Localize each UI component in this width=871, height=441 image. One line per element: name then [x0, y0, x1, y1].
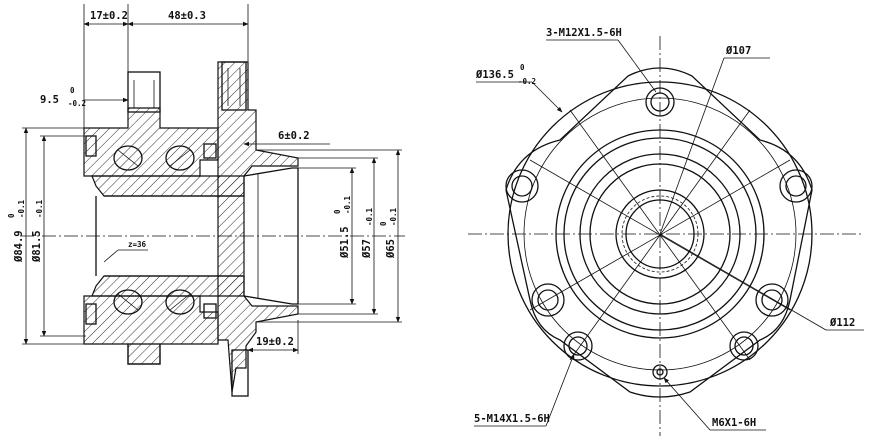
m12-hole-top [645, 87, 675, 117]
seal-lower [85, 303, 97, 325]
flange-outline [505, 67, 813, 398]
side-section-view: z=36 17±0.2 48±0.3 9.5 0 -0.2 6±0.2 19±0… [7, 4, 405, 397]
thread-top-label: 3-M12X1.5-6H [546, 27, 622, 39]
pcd-136-5 [523, 97, 797, 371]
svg-text:-0.2: -0.2 [68, 99, 86, 108]
thread-bottom-left-label: 5-M14X1.5-6H [474, 413, 550, 425]
dia-107-label: Ø107 [725, 45, 751, 57]
hub-inner [91, 175, 245, 197]
dim-48: 48±0.3 [168, 10, 206, 22]
dim-dia-81-5: Ø81.5 [31, 230, 43, 263]
wheel-bolt-holes [505, 169, 813, 361]
svg-text:-0.1: -0.1 [365, 207, 374, 226]
bearing-outer-ring [83, 107, 219, 177]
svg-text:-0.1: -0.1 [17, 199, 26, 218]
dim-19: 19±0.2 [256, 336, 294, 348]
svg-text:-0.1: -0.1 [389, 207, 398, 226]
hub-flange [217, 61, 299, 393]
housing-boss-bottom [127, 343, 161, 365]
svg-text:0: 0 [379, 221, 388, 226]
dia-136-5-label: Ø136.5 [475, 69, 514, 81]
flange-stud-boss-top [221, 61, 247, 111]
svg-text:-0.2: -0.2 [518, 77, 536, 86]
svg-text:-0.1: -0.1 [35, 199, 44, 218]
dim-dia-65: Ø65 [385, 239, 397, 259]
spline-bore [621, 195, 699, 273]
thread-bottom-right-label: M6X1-6H [712, 417, 756, 429]
svg-text:0: 0 [70, 86, 75, 95]
outer-circle [507, 81, 813, 387]
front-view: 3-M12X1.5-6H Ø107 Ø136.5 0 -0.2 Ø112 5-M… [468, 27, 864, 436]
housing-boss-top [127, 71, 161, 113]
seal-upper [85, 135, 97, 157]
dim-dia-84-9: Ø84.9 [13, 230, 25, 263]
spline-teeth-label: z=36 [128, 240, 147, 249]
m6-hole-bottom [652, 364, 668, 380]
dia-112-label: Ø112 [829, 317, 855, 329]
svg-text:-0.1: -0.1 [343, 195, 352, 214]
dim-6: 6±0.2 [278, 130, 310, 142]
dim-dia-51-5: Ø51.5 [339, 226, 351, 259]
dim-17: 17±0.2 [90, 10, 128, 22]
flange-bolt-lug-bottom [231, 349, 249, 397]
pilot-spigot [243, 167, 299, 305]
bearing-balls [113, 145, 195, 315]
svg-text:0: 0 [520, 63, 525, 72]
svg-text:0: 0 [333, 209, 342, 214]
svg-text:0: 0 [7, 213, 16, 218]
dim-dia-57: Ø57 [361, 239, 373, 259]
dim-9-5: 9.5 [40, 94, 59, 106]
